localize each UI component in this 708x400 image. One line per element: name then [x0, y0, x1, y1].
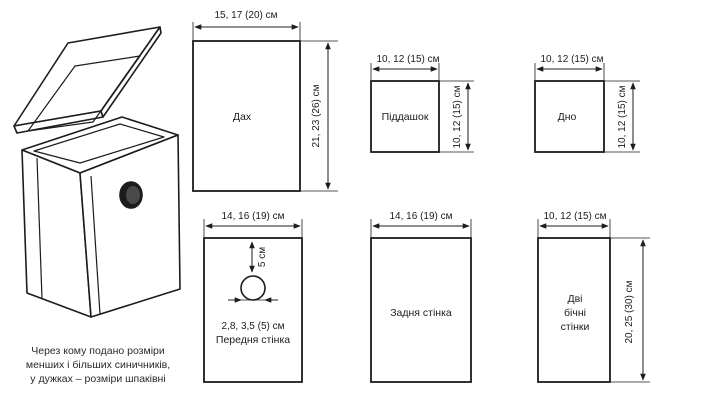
roof-panel: 15, 17 (20) см 21, 23 (26) см Дах [192, 10, 338, 192]
underroof-panel: 10, 12 (15) см 10, 12 (15) см Піддашок [370, 54, 474, 153]
bottom-width-label: 10, 12 (15) см [540, 54, 603, 65]
roof-label: Дах [233, 111, 252, 123]
bottom-panel: 10, 12 (15) см 10, 12 (15) см Дно [534, 54, 640, 153]
front-label: Передня стінка [216, 334, 290, 346]
bottom-label: Дно [558, 111, 577, 123]
sides-label-line1: Дві [567, 293, 582, 305]
back-width-label: 14, 16 (19) см [389, 211, 452, 222]
caption: Через кому подано розміри менших і більш… [26, 345, 170, 385]
sides-panel: 10, 12 (15) см 20, 25 (30) см Дві бічні … [537, 211, 650, 383]
roof-width-label: 15, 17 (20) см [214, 10, 277, 21]
sides-width-label: 10, 12 (15) см [543, 211, 606, 222]
front-hole-diameter-label: 2,8, 3,5 (5) см [221, 321, 284, 332]
caption-line2: менших і більших синичників, [26, 359, 170, 371]
back-panel: 14, 16 (19) см Задня стінка [370, 211, 472, 383]
sides-label-line3: стінки [561, 321, 590, 333]
underroof-label: Піддашок [382, 111, 429, 123]
sides-height-label: 20, 25 (30) см [624, 280, 635, 343]
underroof-width-label: 10, 12 (15) см [376, 54, 439, 65]
roof-height-label: 21, 23 (26) см [311, 84, 322, 147]
caption-line3: у дужках – розміри шпаківні [30, 373, 165, 385]
birdhouse-illustration [13, 26, 181, 318]
entrance-hole-circle-icon [240, 275, 266, 301]
front-hole-offset-label: 5 см [257, 247, 268, 267]
back-label: Задня стінка [390, 307, 452, 319]
front-panel: 14, 16 (19) см 5 см 2,8, 3,5 (5) см Пере… [203, 211, 303, 383]
bottom-height-label: 10, 12 (15) см [617, 85, 628, 148]
front-width-label: 14, 16 (19) см [221, 211, 284, 222]
underroof-height-label: 10, 12 (15) см [452, 85, 463, 148]
caption-line1: Через кому подано розміри [31, 345, 165, 357]
sides-label-line2: бічні [564, 307, 586, 319]
